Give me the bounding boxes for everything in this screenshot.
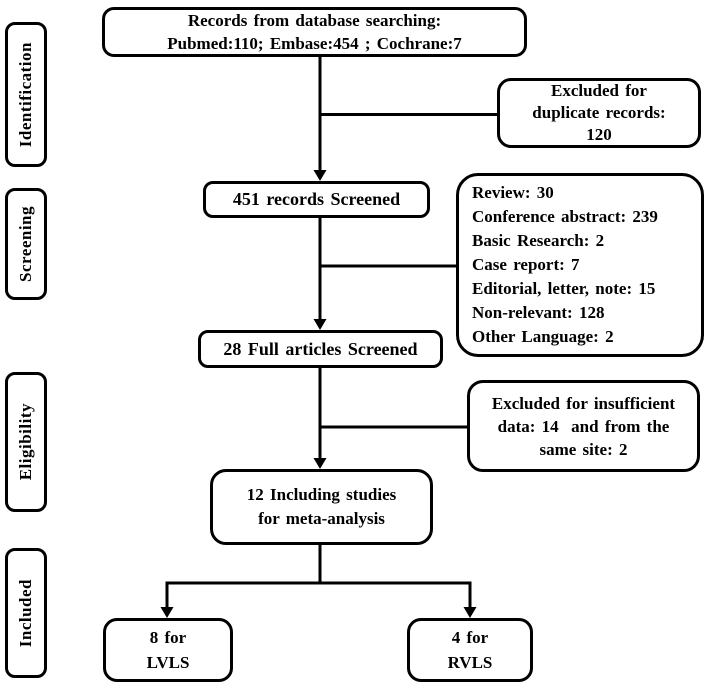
records-line-1: Records from database searching:: [187, 11, 442, 30]
arrowhead-rvls: [463, 607, 477, 618]
meta-analysis-line-2: for meta-analysis: [258, 509, 385, 528]
exclusion-reason-item: Non-relevant: 128: [472, 303, 605, 322]
rvls-line-2: RVLS: [447, 653, 493, 672]
lvls-box: 8 for LVLS: [103, 618, 233, 682]
rvls-line-1: 4 for: [451, 628, 489, 647]
exclusion-reason-item: Case report: 7: [472, 255, 580, 274]
exclusion-reason-item: Other Language: 2: [472, 327, 614, 346]
lvls-line-1: 8 for: [149, 628, 187, 647]
lvls-line-2: LVLS: [146, 653, 190, 672]
records-screened-label: 451 records Screened: [232, 189, 401, 209]
arrowhead-screened: [313, 170, 327, 181]
excluded-insufficient-line-3: same site: 2: [539, 439, 628, 459]
excluded-insufficient-data-box: Excluded for insufficient data: 14 and f…: [467, 380, 700, 472]
arrowhead-lvls: [160, 607, 174, 618]
stage-label-included: Included: [5, 548, 47, 678]
stage-label-screening: Screening: [5, 188, 47, 300]
exclusion-reason-item: Review: 30: [472, 183, 554, 202]
stage-label-eligibility: Eligibility: [5, 372, 47, 512]
stage-label-identification: Identification: [5, 22, 47, 167]
exclusion-reason-item: Conference abstract: 239: [472, 207, 658, 226]
meta-analysis-line-1: 12 Including studies: [246, 485, 397, 504]
excluded-duplicates-box: Excluded for duplicate records: 120: [497, 78, 701, 148]
stage-label-text: Eligibility: [16, 403, 35, 481]
full-articles-screened-label: 28 Full articles Screened: [223, 338, 418, 359]
records-screened-box: 451 records Screened: [203, 181, 430, 218]
exclusion-reason-item: Editorial, letter, note: 15: [472, 279, 656, 298]
meta-analysis-box: 12 Including studies for meta-analysis: [210, 469, 433, 545]
stage-label-text: Identification: [16, 41, 35, 148]
excluded-duplicates-line-2: duplicate records:: [532, 103, 666, 122]
arrowhead-full-articles: [313, 319, 327, 330]
records-box: Records from database searching: Pubmed:…: [102, 7, 527, 57]
excluded-duplicates-line-3: 120: [586, 125, 612, 144]
stage-label-text: Screening: [16, 206, 35, 282]
full-articles-screened-box: 28 Full articles Screened: [198, 330, 443, 368]
screening-exclusion-reasons-box: Review: 30 Conference abstract: 239 Basi…: [456, 173, 704, 357]
records-line-2: Pubmed:110; Embase:454 ; Cochrane:7: [167, 34, 462, 53]
excluded-insufficient-line-1: Excluded for insufficient: [491, 393, 676, 413]
stage-label-text: Included: [16, 578, 35, 648]
rvls-box: 4 for RVLS: [407, 618, 533, 682]
exclusion-reason-item: Basic Research: 2: [472, 231, 605, 250]
excluded-insufficient-line-2: data: 14 and from the: [497, 416, 670, 436]
excluded-duplicates-line-1: Excluded for: [551, 81, 647, 100]
arrowhead-meta: [313, 458, 327, 469]
